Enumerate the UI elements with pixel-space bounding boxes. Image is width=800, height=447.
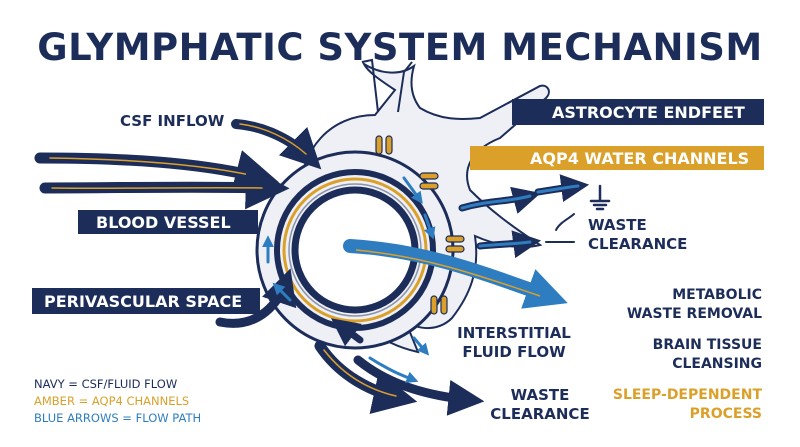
legend-amber: AMBER = AQP4 CHANNELS (34, 394, 190, 408)
perivascular-space-bar: PERIVASCULAR SPACE (32, 288, 260, 314)
legend-navy: NAVY = CSF/FLUID FLOW (34, 377, 178, 391)
csf-inflow-label: CSF INFLOW (120, 112, 225, 130)
csf-inflow-arrows (34, 119, 322, 328)
perivascular-flow-arrows (262, 176, 436, 356)
brain-tissue-label: BRAIN TISSUE CLEANSING (652, 337, 762, 372)
blood-vessel-label: BLOOD VESSEL (96, 212, 231, 232)
interstitial-flow-label: INTERSTITIAL FLUID FLOW (457, 324, 571, 361)
waste-clearance-right-label: WASTE CLEARANCE (588, 216, 688, 253)
perivascular-space-label: PERIVASCULAR SPACE (44, 291, 243, 311)
metabolic-waste-label: METABOLIC WASTE REMOVAL (626, 287, 762, 322)
waste-outflow-arrows (458, 174, 590, 259)
aqp4-channels-bar: AQP4 WATER CHANNELS (470, 146, 764, 170)
aqp4-channels-label: AQP4 WATER CHANNELS (530, 148, 750, 168)
legend: NAVY = CSF/FLUID FLOW AMBER = AQP4 CHANN… (34, 376, 201, 427)
legend-blue: BLUE ARROWS = FLOW PATH (34, 411, 202, 425)
drain-icon (589, 184, 611, 211)
bottom-waste-arrows (314, 318, 485, 416)
sleep-dependent-label: SLEEP-DEPENDENT PROCESS (612, 387, 762, 422)
main-flow-path-arrow (343, 239, 568, 309)
diagram-title: GLYMPHATIC SYSTEM MECHANISM (37, 26, 763, 69)
blood-vessel-bar: BLOOD VESSEL (78, 210, 258, 234)
astrocyte-endfeet-label: ASTROCYTE ENDFEET (552, 102, 745, 122)
astrocyte-endfeet-bar: ASTROCYTE ENDFEET (512, 99, 764, 125)
waste-clearance-bottom-label: WASTE CLEARANCE (490, 386, 590, 423)
aqp4-channel-markers (375, 135, 465, 315)
